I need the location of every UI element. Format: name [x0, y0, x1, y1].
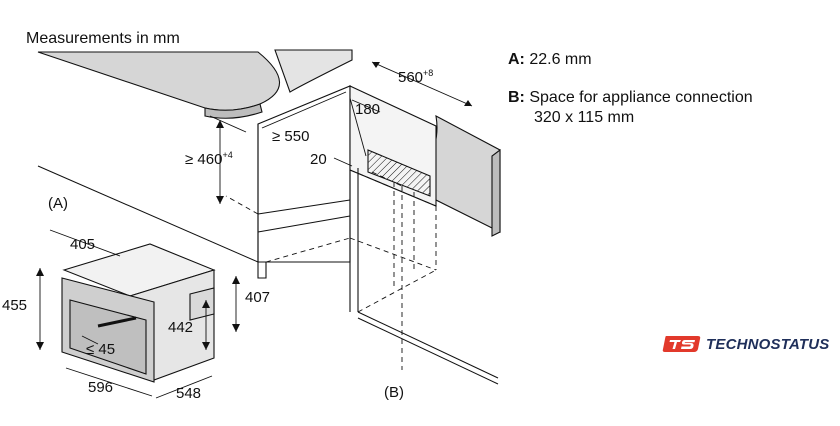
technostatus-logo: TECHNOSTATUS — [662, 333, 830, 355]
dim-407: 407 — [245, 289, 270, 306]
marker-b: (B) — [384, 384, 404, 401]
connection-space — [367, 149, 431, 197]
dim-550: ≥ 550 — [272, 128, 309, 145]
technostatus-logo-text: TECHNOSTATUS — [706, 335, 830, 353]
cabinet-niche — [257, 85, 437, 312]
floor-lines — [37, 165, 499, 385]
legend-row-a: A: 22.6 mm — [508, 50, 753, 70]
dim-596: 596 — [88, 379, 113, 396]
niche-dimension-lines — [209, 61, 473, 204]
legend-b-text-1: Space for appliance connection — [529, 89, 753, 106]
dim-442: 442 — [168, 319, 193, 336]
dimension-labels: 560+8 180 ≥ 550 ≥ 460+4 20 405 455 407 4… — [2, 68, 433, 402]
legend-a-key: A: — [508, 51, 525, 68]
diagram-title: Measurements in mm — [26, 30, 180, 47]
legend-row-b: B: Space for appliance connection 320 x … — [508, 88, 753, 128]
legend-a-text: 22.6 mm — [529, 51, 592, 68]
hidden-lines — [225, 169, 437, 370]
legend: A: 22.6 mm B: Space for appliance connec… — [508, 50, 753, 146]
marker-a: (A) — [48, 195, 68, 212]
technostatus-logo-mark-icon — [662, 336, 701, 352]
legend-b-text-2: 320 x 115 mm — [534, 109, 635, 126]
dim-548: 548 — [176, 385, 201, 402]
worktop-top — [37, 49, 353, 119]
legend-b-key: B: — [508, 89, 525, 106]
dim-560: 560+8 — [398, 68, 433, 86]
dim-460: ≥ 460+4 — [185, 150, 233, 168]
appliance-dimension-lines — [39, 229, 237, 399]
dim-180: 180 — [355, 101, 380, 118]
dim-455: 455 — [2, 297, 27, 314]
appliance-arrows — [36, 268, 240, 350]
dim-45: ≤ 45 — [86, 341, 115, 358]
appliance — [61, 243, 216, 383]
dim-405: 405 — [70, 236, 95, 253]
niche-arrows — [216, 62, 472, 204]
dim-20: 20 — [310, 151, 327, 168]
